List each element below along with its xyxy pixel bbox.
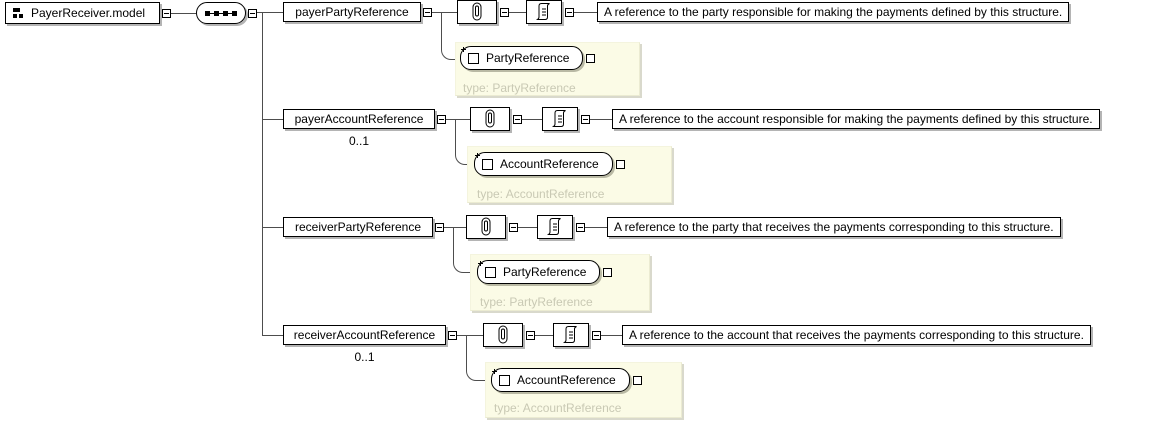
- element-label: payerAccountReference: [294, 112, 424, 126]
- documentation-box[interactable]: [542, 107, 578, 131]
- scroll-icon: [551, 110, 566, 127]
- element-label: receiverPartyReference: [294, 220, 422, 234]
- root-element-box[interactable]: PayerReceiver.model: [5, 2, 160, 24]
- element-label: receiverAccountReference: [293, 328, 436, 342]
- expand-icon[interactable]: [632, 375, 642, 385]
- connector-line: [171, 13, 196, 14]
- type-caption: type: AccountReference: [494, 401, 622, 415]
- model-group-icon: [13, 7, 25, 19]
- element-box-receiverAccountReference[interactable]: receiverAccountReference: [283, 325, 446, 345]
- type-box-AccountReference[interactable]: AccountReference: [474, 152, 613, 176]
- collapse-icon[interactable]: [435, 223, 444, 232]
- connector-line: [262, 119, 283, 120]
- connector-line: [262, 12, 283, 13]
- connector-line: [509, 12, 526, 13]
- expand-icon[interactable]: [603, 267, 613, 277]
- connector-line: [574, 12, 597, 13]
- documentation-box[interactable]: [553, 323, 589, 347]
- scroll-icon: [546, 218, 561, 235]
- documentation-text-box: A reference to the account that receives…: [622, 325, 1091, 345]
- collapse-icon[interactable]: [423, 8, 432, 17]
- documentation-text-box: A reference to the account responsible f…: [612, 109, 1100, 129]
- type-caption: type: PartyReference: [480, 295, 593, 309]
- square-icon: [482, 158, 493, 170]
- connector-line: [535, 335, 553, 336]
- connector-curve: [453, 227, 480, 273]
- type-label: AccountReference: [500, 157, 599, 171]
- square-icon: [485, 266, 496, 278]
- collapse-icon[interactable]: [162, 9, 171, 18]
- collapse-icon[interactable]: [526, 331, 535, 340]
- type-label: PartyReference: [486, 51, 570, 65]
- connector-trunk: [262, 12, 263, 336]
- paperclip-icon: [472, 2, 482, 21]
- documentation-box[interactable]: [526, 0, 562, 24]
- connector-line: [518, 227, 537, 228]
- sequence-icon: [205, 9, 237, 18]
- connector-curve: [455, 119, 478, 165]
- element-box-payerPartyReference[interactable]: payerPartyReference: [283, 2, 421, 22]
- connector-line: [262, 227, 283, 228]
- connector-curve: [466, 335, 494, 381]
- type-box-AccountReference[interactable]: AccountReference: [491, 368, 630, 392]
- square-icon: [468, 52, 479, 64]
- collapse-icon[interactable]: [509, 223, 518, 232]
- collapse-icon[interactable]: [448, 331, 457, 340]
- collapse-icon[interactable]: [500, 8, 509, 17]
- documentation-text-box: A reference to the party that receives t…: [607, 217, 1061, 237]
- collapse-icon[interactable]: [565, 8, 574, 17]
- connector-line: [590, 119, 612, 120]
- type-box-PartyReference[interactable]: PartyReference: [477, 260, 601, 284]
- expand-icon[interactable]: [615, 159, 625, 169]
- collapse-icon[interactable]: [592, 331, 601, 340]
- collapse-icon[interactable]: [581, 115, 590, 124]
- expand-icon[interactable]: [586, 53, 596, 63]
- element-box-receiverPartyReference[interactable]: receiverPartyReference: [283, 217, 433, 237]
- documentation-text: A reference to the account that receives…: [629, 328, 1084, 342]
- documentation-text-box: A reference to the party responsible for…: [597, 2, 1070, 22]
- documentation-text: A reference to the party responsible for…: [604, 5, 1063, 19]
- cardinality-label: 0..1: [348, 134, 369, 148]
- sequence-compositor[interactable]: [196, 2, 246, 24]
- square-icon: [499, 374, 510, 386]
- root-element-label: PayerReceiver.model: [31, 6, 146, 20]
- type-box-PartyReference[interactable]: PartyReference: [460, 46, 584, 70]
- cardinality-label: 0..1: [354, 350, 375, 364]
- scroll-icon: [535, 3, 550, 20]
- connector-curve: [441, 12, 466, 60]
- type-label: PartyReference: [503, 265, 587, 279]
- connector-line: [585, 227, 607, 228]
- type-label: AccountReference: [517, 373, 616, 387]
- collapse-icon[interactable]: [576, 223, 585, 232]
- type-caption: type: AccountReference: [477, 187, 605, 201]
- element-box-payerAccountReference[interactable]: payerAccountReference: [283, 109, 435, 129]
- element-label: payerPartyReference: [295, 5, 409, 19]
- collapse-icon[interactable]: [513, 115, 522, 124]
- connector-line: [257, 12, 262, 13]
- documentation-text: A reference to the party that receives t…: [614, 220, 1054, 234]
- documentation-text: A reference to the account responsible f…: [619, 112, 1093, 126]
- type-caption: type: PartyReference: [463, 81, 576, 95]
- paperclip-icon: [481, 217, 491, 236]
- collapse-icon[interactable]: [437, 115, 446, 124]
- scroll-icon: [562, 326, 577, 343]
- collapse-icon[interactable]: [248, 9, 257, 18]
- connector-line: [601, 335, 622, 336]
- connector-line: [262, 335, 283, 336]
- paperclip-icon: [498, 325, 508, 344]
- paperclip-icon: [485, 109, 495, 128]
- documentation-box[interactable]: [537, 215, 573, 239]
- connector-line: [522, 119, 542, 120]
